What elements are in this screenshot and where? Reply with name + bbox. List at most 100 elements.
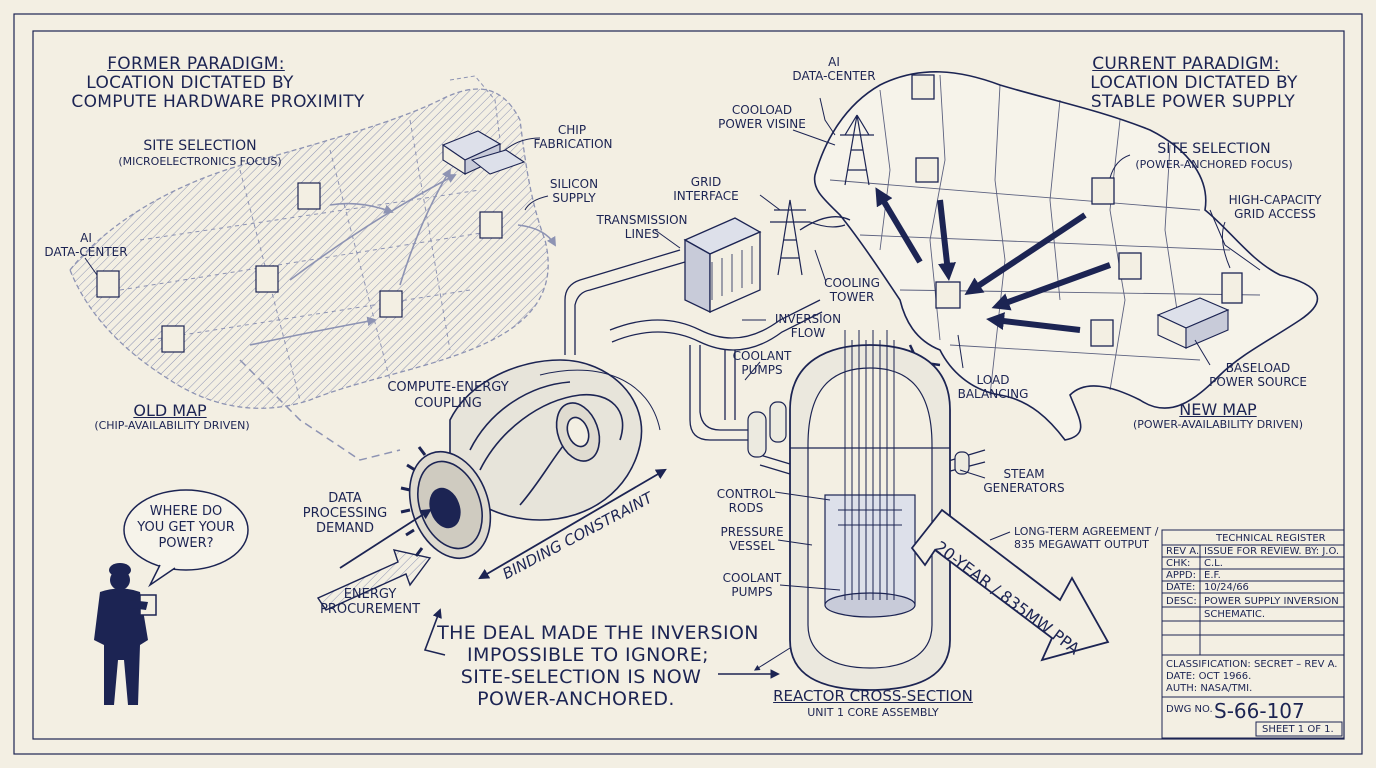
register-val-desc-2: SCHEMATIC. [1204,609,1266,620]
grid-interface-building [683,217,762,314]
control-rod-bundle [838,330,902,600]
energy-procurement-arrow [316,549,432,611]
conclusion-line-3: SITE-SELECTION IS NOW [460,666,702,688]
chip-fab-label-1: CHIP [557,123,587,137]
silicon-label-1: SILICON [549,177,599,191]
grid-interface-label-1: GRID [690,175,722,189]
register-sheet: SHEET 1 OF 1. [1262,724,1334,735]
baseload-plant-icon [1156,297,1230,349]
coolant-pipes [564,216,986,481]
cooload-label-1: COOLOAD [731,103,793,117]
grid-access-label-1: HIGH-CAPACITY [1228,193,1322,207]
data-demand-label-1: DATA [328,491,362,506]
speech-line-2: YOU GET YOUR [137,520,235,535]
inversion-flow-label-2: FLOW [790,326,826,340]
register-key-date: DATE: [1166,582,1196,593]
old-map [69,75,549,461]
conclusion-line-1: THE DEAL MADE THE INVERSION [437,622,759,644]
cooling-tower-label-1: COOLING [824,276,880,290]
pressure-vessel-label-2: VESSEL [729,539,775,553]
grid-interface-label-2: INTERFACE [673,189,739,203]
register-val-chk: C.L. [1204,558,1223,569]
speech-line-3: POWER? [158,536,214,551]
new-data-center-icons [911,74,1243,347]
register-val-rev: ISSUE FOR REVIEW. BY: J.O. [1204,546,1340,557]
register-dwg-label: DWG NO. [1166,704,1213,715]
control-rods-label-1: CONTROL [716,487,776,501]
cooload-label-2: POWER VISINE [718,117,806,131]
chip-fab-label-2: FABRICATION [533,137,613,151]
register-val-appd: E.F. [1204,570,1221,581]
chip-fab-building [441,130,526,176]
control-rods-label-2: RODS [728,501,764,515]
agreement-label-1: LONG-TERM AGREEMENT / [1014,525,1159,538]
coupling-arrows [339,468,667,580]
silicon-label-2: SUPPLY [552,191,596,205]
speech-line-1: WHERE DO [149,504,223,519]
old-site-focus-label: (MICROELECTRONICS FOCUS) [118,155,282,168]
baseload-label-1: BASELOAD [1225,361,1291,375]
register-classification: CLASSIFICATION: SECRET – REV A. [1166,659,1338,670]
conclusion-line-4: POWER-ANCHORED. [477,688,675,710]
old-map-flow-arrows [249,168,556,346]
data-demand-label-2: PROCESSING [302,506,388,521]
steam-gen-label-2: GENERATORS [983,481,1065,495]
coolant-pumps-top-label-1: COOLANT [732,349,792,363]
new-paradigm-heading-3: STABLE POWER SUPPLY [1090,92,1296,112]
new-site-selection-label: SITE SELECTION [1157,141,1271,157]
load-balancing-label-2: BALANCING [957,387,1029,401]
load-balancing-label-1: LOAD [976,373,1010,387]
reactor-vessel [789,344,951,691]
coolant-pumps-low-label-2: PUMPS [731,585,773,599]
old-map-subtitle: (CHIP-AVAILABILITY DRIVEN) [94,419,250,432]
technical-register-frame [1161,529,1345,739]
new-map-subtitle: (POWER-AVAILABILITY DRIVEN) [1132,418,1304,431]
new-map-title: NEW MAP [1179,400,1257,419]
baseload-label-2: POWER SOURCE [1209,375,1307,389]
register-val-date: 10/24/66 [1204,582,1249,593]
transmission-tower-right [840,114,874,186]
agreement-label-2: 835 MEGAWATT OUTPUT [1014,538,1149,551]
old-data-center-icons [96,182,503,353]
conclusion-line-2: IMPOSSIBLE TO IGNORE; [467,644,709,666]
ppa-arrow [910,508,1110,662]
old-ai-dc-label-2: DATA-CENTER [44,245,128,259]
transmission-tower-center [770,199,846,276]
conclusion-arrows [423,608,780,679]
old-paradigm-heading-2: LOCATION DICTATED BY [86,73,294,93]
coolant-pumps-low-label-1: COOLANT [722,571,782,585]
reactor-title: REACTOR CROSS-SECTION [773,687,973,705]
new-site-focus-label: (POWER-ANCHORED FOCUS) [1135,158,1293,171]
register-title: TECHNICAL REGISTER [1216,533,1326,544]
coupling-label-1: COMPUTE-ENERGY [387,380,509,395]
register-date: DATE: OCT 1966. [1166,671,1252,682]
pressure-vessel-label-1: PRESSURE [720,525,784,539]
old-paradigm-heading-3: COMPUTE HARDWARE PROXIMITY [71,92,365,112]
new-ai-dc-label-2: DATA-CENTER [792,69,876,83]
transmission-label-1: TRANSMISSION [596,213,688,227]
register-key-rev: REV A. [1166,546,1200,557]
new-ai-dc-label-1: AI [828,55,840,69]
engineer-figure [94,563,157,705]
energy-proc-label-1: ENERGY [343,587,397,602]
reactor-leader-lines [753,469,986,671]
old-map-title: OLD MAP [133,401,207,420]
coupling-label-2: COUPLING [414,396,482,411]
steam-gen-label-1: STEAM [1003,467,1045,481]
data-demand-label-3: DEMAND [315,521,375,536]
power-anchor-arrows [875,187,1112,333]
register-dwg-number: S-66-107 [1214,699,1305,723]
callout-leader-lines [84,97,1231,541]
coolant-pumps-top-label-2: PUMPS [741,363,783,377]
grid-access-label-2: GRID ACCESS [1234,207,1316,221]
old-paradigm-heading-1: FORMER PARADIGM: [107,54,285,74]
register-key-chk: CHK: [1166,558,1191,569]
new-map [813,71,1319,441]
old-ai-dc-label-1: AI [80,231,92,245]
energy-proc-label-2: PROCUREMENT [319,602,421,617]
cooling-tower-label-2: TOWER [829,290,875,304]
register-auth: AUTH: NASA/TMI. [1166,683,1253,694]
transmission-label-2: LINES [624,227,660,241]
